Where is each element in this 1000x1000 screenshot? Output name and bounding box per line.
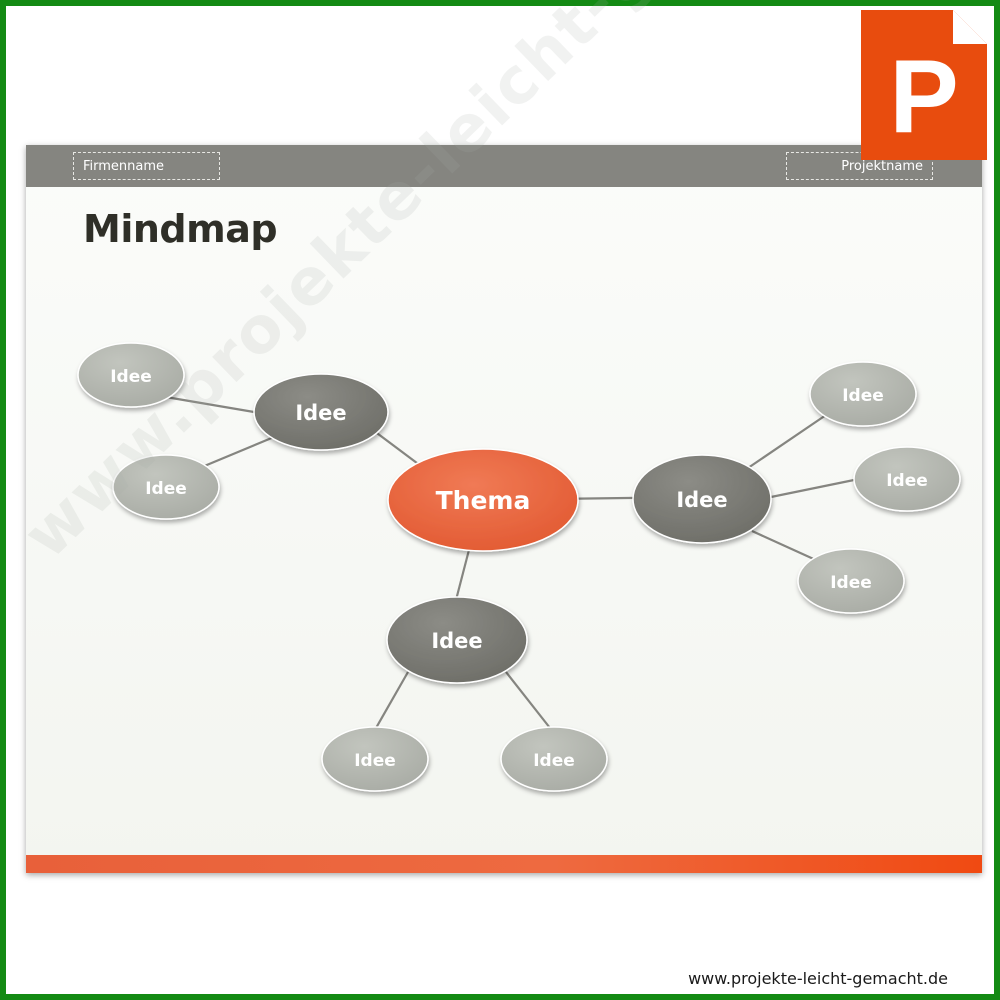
website-url[interactable]: www.projekte-leicht-gemacht.de [688, 969, 948, 988]
leaf-node-label: Idee [354, 751, 396, 771]
leaf-node-label: Idee [830, 573, 872, 593]
slide-footer-bar [26, 855, 982, 873]
leaf-node[interactable]: Idee [809, 361, 917, 427]
company-name-placeholder[interactable]: Firmenname [73, 152, 220, 180]
connector-line [201, 435, 275, 469]
leaf-node[interactable]: Idee [321, 726, 429, 792]
central-node-label: Thema [436, 486, 531, 515]
connector-line [153, 393, 255, 414]
branch-node[interactable]: Idee [253, 373, 389, 451]
leaf-node-label: Idee [886, 471, 928, 491]
branch-node-label: Idee [431, 629, 482, 653]
slide-header-bar: Firmenname Projektname [26, 145, 982, 187]
branch-node[interactable]: Idee [386, 596, 528, 684]
leaf-node-label: Idee [533, 751, 575, 771]
branch-node-label: Idee [676, 488, 727, 512]
branch-node-label: Idee [295, 401, 346, 425]
central-node[interactable]: Thema [387, 448, 579, 552]
leaf-node[interactable]: Idee [853, 446, 961, 512]
powerpoint-icon: P [861, 10, 987, 160]
leaf-node-label: Idee [842, 386, 884, 406]
leaf-node-label: Idee [145, 479, 187, 499]
leaf-node-label: Idee [110, 367, 152, 387]
connector-line [375, 671, 409, 729]
connector-line [747, 414, 827, 469]
connector-line [505, 671, 551, 729]
mindmap-diagram: Thema Idee Idee Idee Idee Idee Idee [77, 342, 961, 792]
slide-title: Mindmap [83, 207, 278, 251]
connectors [153, 393, 855, 729]
connector-line [454, 545, 472, 601]
connector-line [770, 478, 855, 499]
branch-node[interactable]: Idee [632, 454, 772, 544]
leaf-node[interactable]: Idee [77, 342, 185, 408]
project-name-placeholder[interactable]: Projektname [786, 152, 933, 180]
connector-line [751, 529, 819, 563]
leaf-node[interactable]: Idee [797, 548, 905, 614]
leaf-node[interactable]: Idee [500, 726, 608, 792]
powerpoint-icon-letter: P [889, 39, 958, 155]
slide: Firmenname Projektname Mindmap [26, 145, 982, 873]
leaf-node[interactable]: Idee [112, 454, 220, 520]
